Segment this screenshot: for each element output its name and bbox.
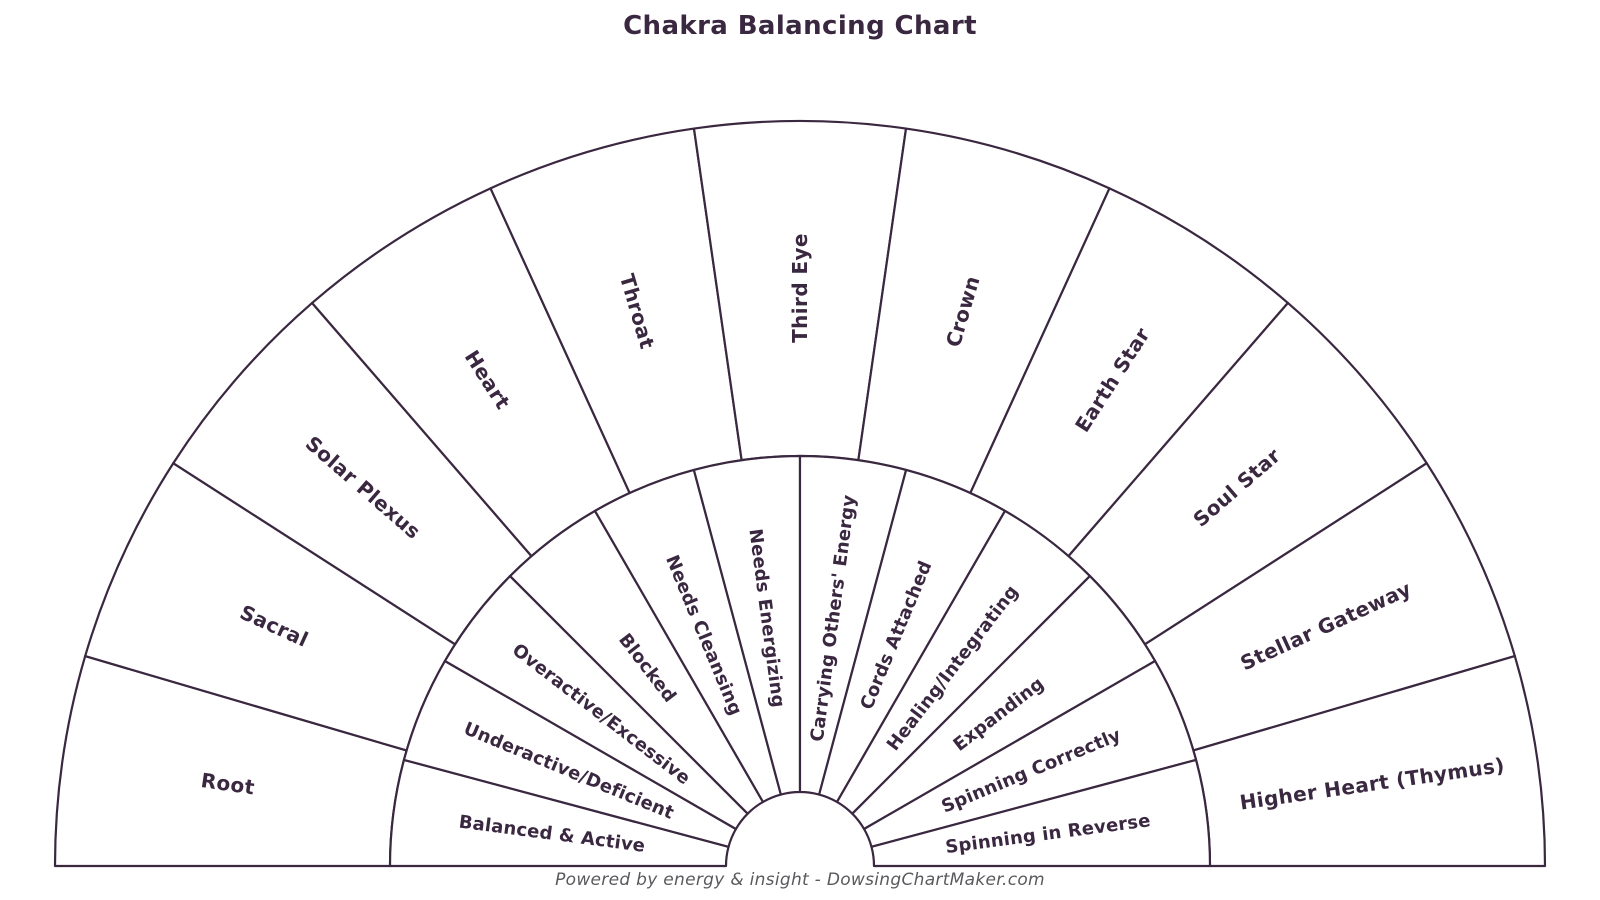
chart-footer-credit: Powered by energy & insight - DowsingCha…: [555, 870, 1045, 890]
chakra-label-third-eye: Third Eye: [788, 233, 812, 343]
state-segment-spinning-in-reverse: [870, 758, 1212, 868]
chart-title: Chakra Balancing Chart: [623, 11, 977, 41]
